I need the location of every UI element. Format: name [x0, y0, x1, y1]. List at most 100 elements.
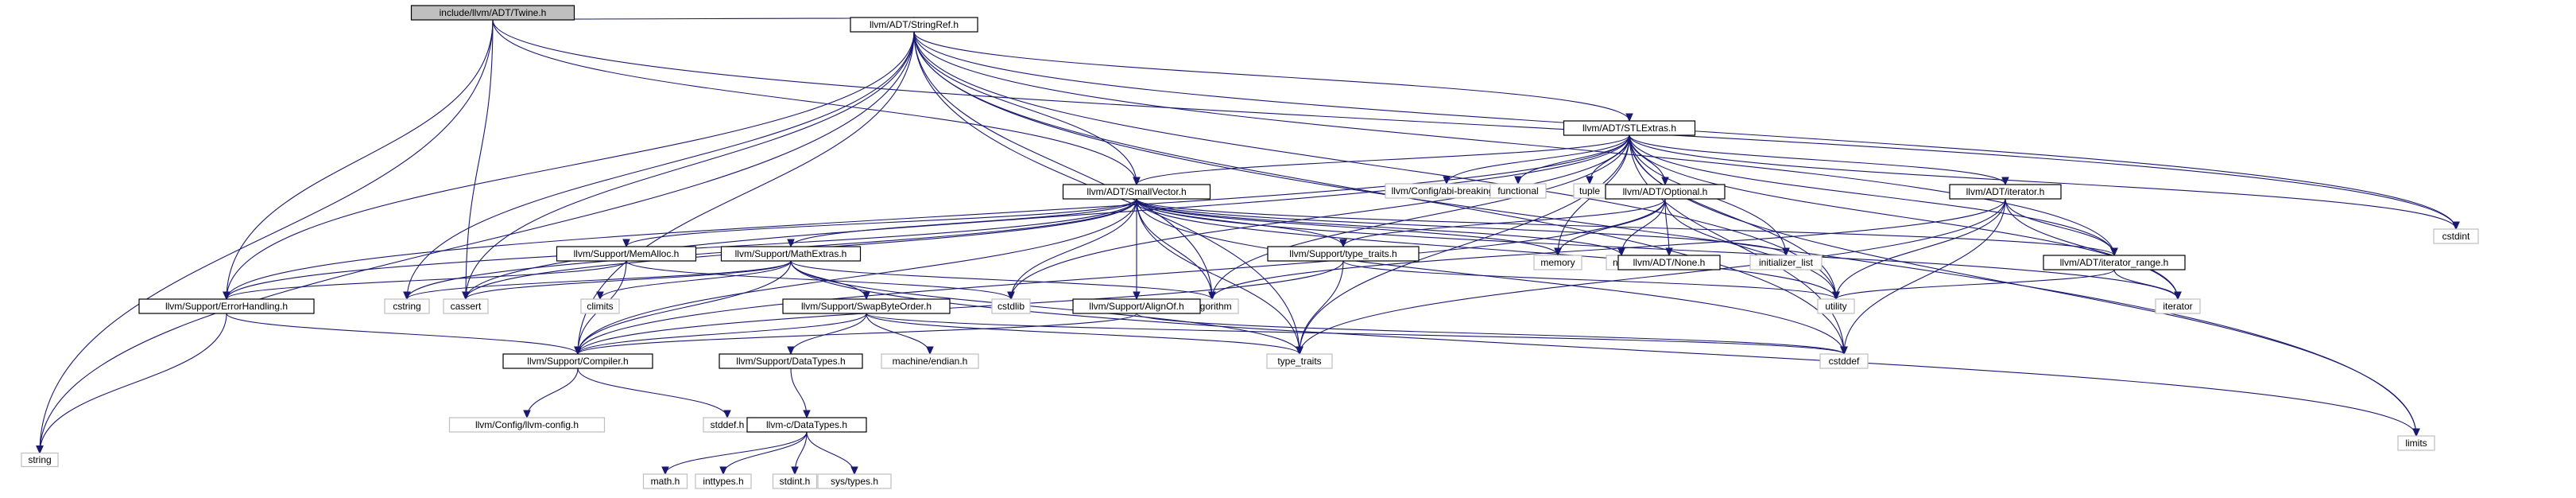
edge-twine-to-smallvector: [492, 19, 1141, 186]
edge-line: [913, 31, 1137, 185]
edge-line: [1136, 198, 1622, 256]
node-cdatatypes[interactable]: llvm-c/DataTypes.h: [746, 417, 867, 433]
edge-arrowhead: [1625, 113, 1633, 123]
edge-optional-to-noneh: [1664, 198, 1673, 257]
node-optional[interactable]: llvm/ADT/Optional.h: [1605, 184, 1726, 200]
edge-datatypes-to-cdatatypes: [790, 368, 811, 419]
edge-stringref-to-smallvector: [913, 31, 1141, 186]
edge-line: [599, 260, 792, 300]
edge-arrowhead: [803, 410, 811, 419]
edge-mathextras-to-cassert: [462, 260, 792, 301]
node-inttypes: inttypes.h: [695, 473, 752, 489]
node-box: [720, 246, 862, 262]
edge-line: [577, 313, 1137, 355]
node-iterrange[interactable]: llvm/ADT/iterator_range.h: [2043, 255, 2186, 270]
node-label: llvm/Support/type_traits.h: [1289, 248, 1396, 259]
edge-line: [492, 19, 1137, 185]
edge-stlextras-to-abibreaking: [1443, 134, 1630, 185]
edge-line: [1835, 198, 2006, 300]
edge-line: [1136, 198, 1837, 300]
node-box: [746, 417, 867, 433]
edge-line: [1342, 260, 1837, 300]
node-box: [1819, 353, 1869, 369]
node-label: llvm/ADT/None.h: [1633, 257, 1706, 268]
node-swapbyteorder[interactable]: llvm/Support/SwapByteOrder.h: [782, 298, 951, 314]
edge-arrowhead: [723, 410, 731, 419]
edge-line: [577, 31, 915, 355]
edge-alignof-to-compiler: [574, 313, 1137, 356]
node-label: llvm-c/DataTypes.h: [766, 419, 847, 430]
node-box: [1533, 255, 1582, 270]
node-box: [580, 298, 620, 314]
edge-arrowhead: [1665, 247, 1673, 257]
node-datatypes[interactable]: llvm/Support/DataTypes.h: [719, 353, 863, 369]
edge-line: [1342, 198, 1666, 247]
edge-line: [866, 313, 1300, 355]
edge-line: [1621, 198, 1666, 256]
edge-line: [913, 31, 1630, 122]
node-alignof[interactable]: llvm/Support/AlignOf.h: [1072, 298, 1201, 314]
node-label: sys/types.h: [831, 476, 878, 487]
edge-mathextras-to-cstring: [403, 260, 792, 301]
node-initlist: initializer_list: [1749, 255, 1823, 270]
edge-stlextras-to-iteratorh: [1629, 134, 2009, 186]
edge-memalloc-to-errorhandling: [223, 260, 627, 301]
node-box: [1062, 184, 1211, 200]
node-stlextras[interactable]: llvm/ADT/STLExtras.h: [1563, 120, 1696, 136]
edge-mathextras-to-swapbyteorder: [790, 260, 870, 301]
edge-line: [465, 260, 792, 300]
edge-cdatatypes-to-systypes: [806, 431, 858, 476]
edge-line: [577, 368, 728, 418]
node-box: [642, 473, 688, 489]
node-label: type_traits: [1277, 356, 1321, 367]
node-smallvector[interactable]: llvm/ADT/SmallVector.h: [1062, 184, 1211, 200]
header-nodes: include/llvm/ADT/Twine.hstringllvm/ADT/S…: [21, 5, 2479, 489]
edge-line: [913, 31, 1837, 300]
node-noneh[interactable]: llvm/ADT/None.h: [1617, 255, 1721, 270]
node-llvmconfig: llvm/Config/llvm-config.h: [448, 417, 606, 433]
node-iterator: iterator: [2155, 298, 2201, 314]
edge-line: [1136, 198, 2115, 256]
node-box: [138, 298, 315, 314]
node-stringref[interactable]: llvm/ADT/StringRef.h: [850, 17, 978, 33]
edge-line: [866, 313, 1845, 355]
edge-arrowhead: [223, 291, 230, 301]
node-label: llvm/Support/Compiler.h: [527, 356, 628, 367]
node-memory: memory: [1533, 255, 1582, 270]
node-errorhandling[interactable]: llvm/Support/ErrorHandling.h: [138, 298, 315, 314]
edge-line: [39, 31, 915, 453]
node-mathextras[interactable]: llvm/Support/MathExtras.h: [720, 246, 862, 262]
edge-line: [1136, 198, 1787, 256]
node-twine[interactable]: include/llvm/ADT/Twine.h: [410, 5, 575, 21]
edge-line: [577, 260, 1344, 355]
edge-line: [1211, 198, 2006, 300]
node-climits: climits: [580, 298, 620, 314]
node-label: llvm/ADT/SmallVector.h: [1087, 186, 1186, 197]
edge-arrowhead: [862, 291, 870, 301]
node-typetraitsh[interactable]: llvm/Support/type_traits.h: [1267, 246, 1420, 262]
node-compiler[interactable]: llvm/Support/Compiler.h: [502, 353, 653, 369]
node-label: initializer_list: [1759, 257, 1814, 268]
node-box: [1617, 255, 1721, 270]
edge-mathextras-to-algorithm: [790, 260, 1216, 301]
node-systypes: sys/types.h: [817, 473, 892, 489]
edge-arrowhead: [1782, 247, 1790, 257]
node-box: [21, 452, 59, 468]
edge-line: [1136, 198, 1213, 300]
node-box: [502, 353, 653, 369]
edge-line: [406, 31, 915, 300]
edge-arrowhead: [462, 291, 470, 301]
edge-iterrange-to-iterator: [2113, 269, 2182, 301]
edge-line: [465, 19, 494, 300]
edge-arrowhead: [1586, 176, 1594, 185]
node-label: stdint.h: [780, 476, 811, 487]
node-box: [850, 17, 978, 33]
edge-stringref-to-string: [36, 31, 915, 454]
node-machineendian: machine/endian.h: [881, 353, 979, 369]
node-iteratorh[interactable]: llvm/ADT/iterator.h: [1949, 184, 2062, 200]
node-box: [410, 5, 575, 21]
node-memalloc[interactable]: llvm/Support/MemAlloc.h: [556, 246, 697, 262]
edge-typetraitsh-to-typetraits: [1296, 260, 1344, 356]
node-box: [1266, 353, 1333, 369]
node-label: llvm/Support/DataTypes.h: [736, 356, 845, 367]
